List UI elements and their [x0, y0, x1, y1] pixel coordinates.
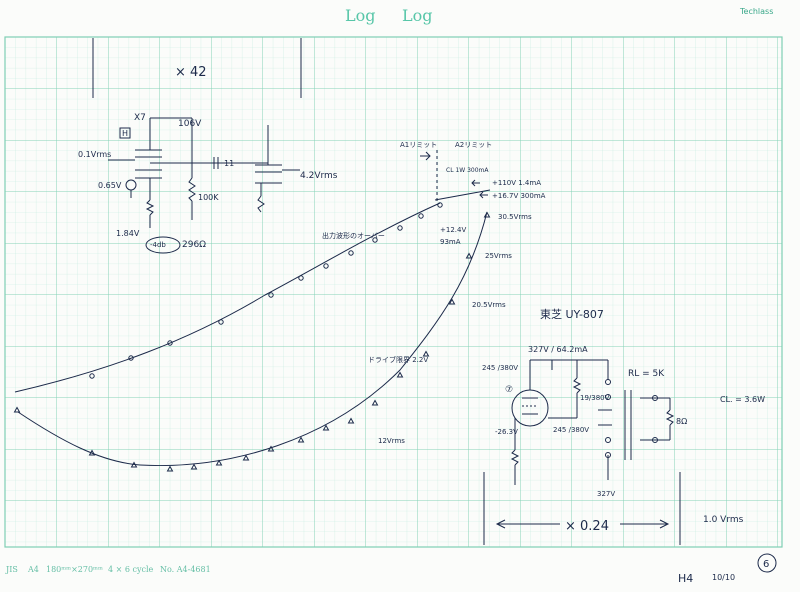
label-25vrms: 25Vrms: [485, 252, 512, 260]
signature-date: 10/10: [712, 573, 735, 582]
label-bias: 0.65V: [98, 181, 122, 190]
label-cl-out: CL. = 3.6W: [720, 395, 765, 404]
triangle-marker: [190, 463, 198, 470]
triangle-marker: [371, 399, 379, 406]
triangle-marker: [13, 406, 21, 413]
label-327v: 327V: [597, 490, 615, 498]
header-title-right: Log: [402, 6, 433, 25]
label-205vrms: 20.5Vrms: [472, 301, 506, 309]
circle-marker: [437, 202, 443, 208]
graph-grid: [4, 36, 783, 548]
label-gain-top: × 42: [175, 65, 207, 80]
label-106v: 106V: [178, 119, 202, 129]
label-110v: +110V 1.4mA: [492, 179, 541, 187]
circle-marker: [397, 225, 403, 231]
triangle-marker: [166, 465, 174, 472]
footer-cycles: 4 × 6 cycle: [108, 565, 154, 574]
ink-drawing: [14, 38, 777, 573]
triangle-marker: [396, 371, 404, 378]
label-out-level: 4.2Vrms: [300, 171, 338, 181]
label-305vrms: 30.5Vrms: [498, 213, 532, 221]
triangle-marker: [242, 454, 250, 461]
curve-upper: [14, 202, 441, 393]
label-a2: A2リミット: [455, 141, 492, 149]
label-19: 19/380V: [580, 394, 610, 402]
label-184v: 1.84V: [116, 229, 140, 238]
circle-marker: [348, 250, 354, 256]
triangle-marker: [267, 445, 275, 452]
label-tube-symbol: ⑦: [505, 385, 513, 395]
label-a1: A1リミット: [400, 141, 437, 149]
label-cl: CL 1W 300mA: [446, 167, 489, 174]
label-neg4db: -4db: [150, 241, 166, 249]
circle-marker: [372, 237, 378, 243]
label-in-level: 0.1Vrms: [78, 150, 111, 159]
label-neg26v: -26.3V: [495, 428, 518, 436]
label-93ma: 93mA: [440, 238, 461, 246]
triangle-marker: [88, 449, 96, 456]
footer-number: No. A4-4681: [160, 565, 211, 574]
footer-jis: JIS: [5, 565, 18, 574]
label-167v: +16.7V 300mA: [492, 192, 546, 200]
label-rl: RL = 5K: [628, 369, 665, 379]
triangle-marker: [448, 298, 456, 305]
label-vrms-out: 1.0 Vrms: [703, 515, 744, 525]
preamp-schematic: [108, 117, 300, 228]
circle-marker: [323, 263, 329, 269]
label-curve-low: ドライブ限界 2.2V: [368, 355, 428, 364]
signature-name: H4: [678, 572, 693, 585]
triangle-marker: [465, 252, 473, 259]
label-8ohm: 8Ω: [676, 417, 687, 426]
header-title-left: Log: [345, 6, 376, 25]
circle-marker: [89, 373, 95, 379]
circle-marker: [418, 213, 424, 219]
label-h-box: H: [122, 129, 128, 138]
label-plate-v: 327V / 64.2mA: [528, 345, 588, 354]
circle-marker: [128, 355, 134, 361]
label-tube-title: 東芝 UY-807: [540, 308, 604, 321]
brand-logo: Techlass: [739, 7, 773, 16]
triangle-marker: [297, 436, 305, 443]
triangle-marker: [215, 459, 223, 466]
triangle-marker: [422, 350, 430, 357]
circle-marker: [167, 340, 173, 346]
triangle-marker: [483, 211, 491, 218]
circle-marker: [268, 292, 274, 298]
label-124v: +12.4V: [440, 226, 466, 234]
circle-marker: [218, 319, 224, 325]
signature-circled-number: 6: [763, 559, 769, 570]
label-x7: X7: [134, 113, 146, 123]
label-11: 11: [224, 159, 234, 168]
triangle-marker: [130, 461, 138, 468]
label-100k: 100K: [198, 193, 219, 202]
label-296: 296Ω: [182, 240, 206, 250]
label-gain-bottom: × 0.24: [565, 519, 609, 534]
footer-size: A4: [27, 565, 39, 574]
label-245b: 245 /380V: [553, 426, 589, 434]
footer-dims: 180ᵐᵐ×270ᵐᵐ: [46, 565, 103, 574]
label-12vrms: 12Vrms: [378, 437, 405, 445]
ink-labels: × 42 X7 H 106V 0.1Vrms 0.65V 1.84V -4db …: [78, 65, 769, 585]
output-stage-schematic: [510, 359, 675, 485]
triangle-marker: [322, 424, 330, 431]
label-245a: 245 /380V: [482, 364, 518, 372]
label-curve-top: 出力波形のオーバー: [322, 231, 385, 240]
circle-marker: [298, 275, 304, 281]
curve-markers: [13, 202, 491, 472]
triangle-marker: [347, 417, 355, 424]
